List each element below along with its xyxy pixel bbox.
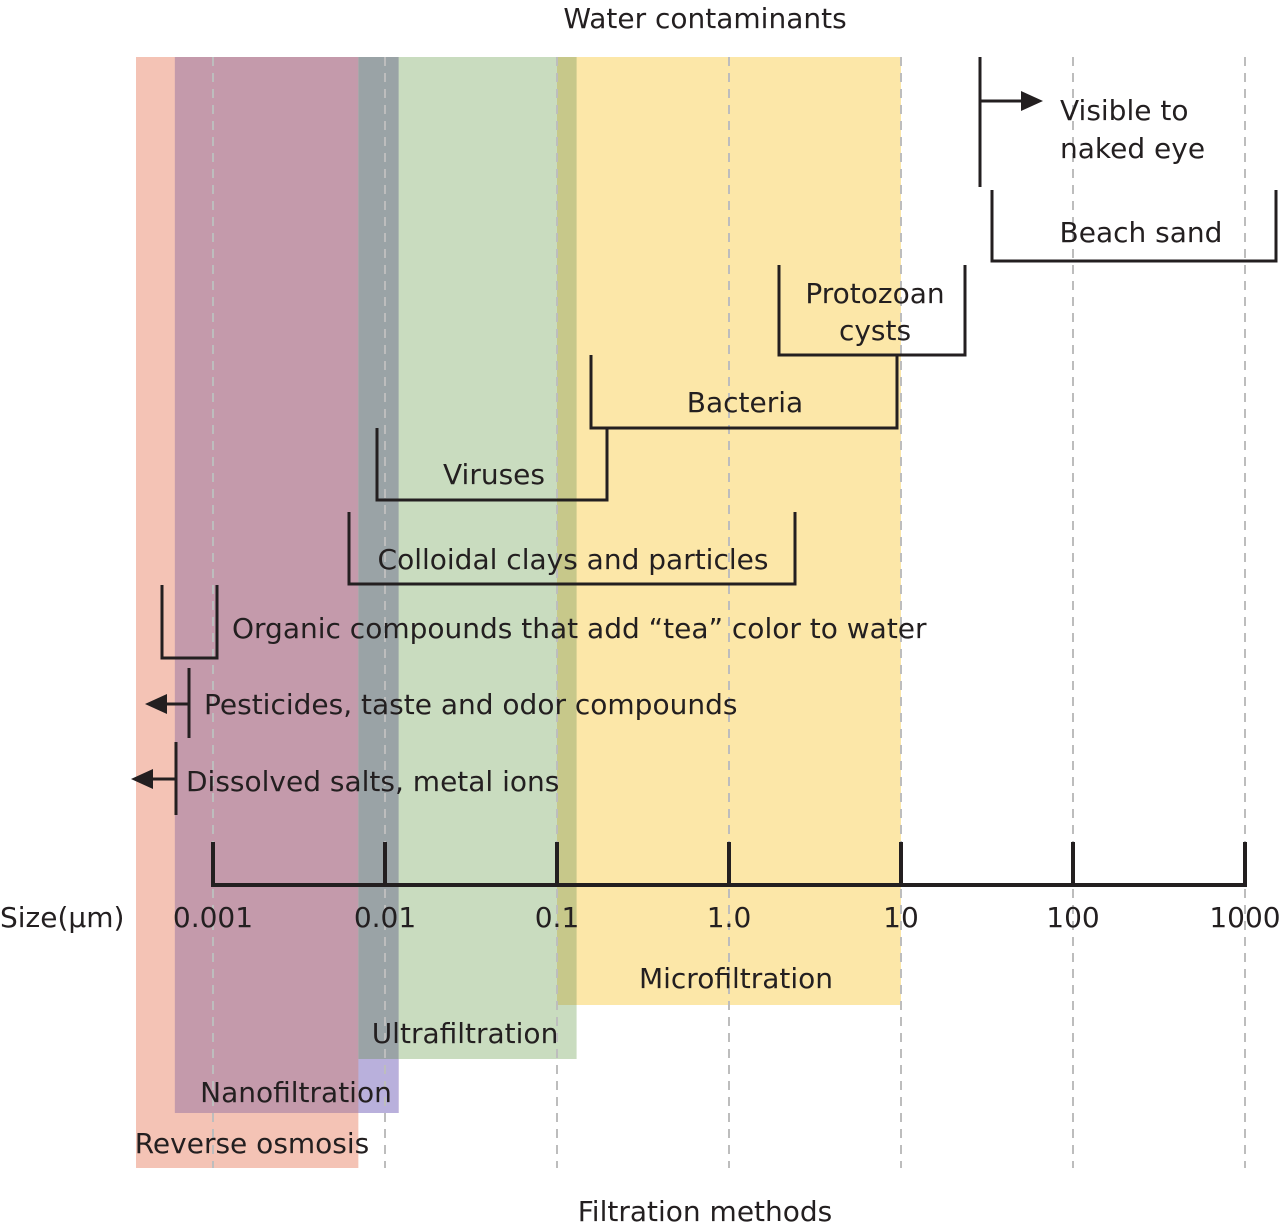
band-overlap-ultra-micro [557, 57, 577, 1005]
contaminant-label: Pesticides, taste and odor compounds [204, 688, 737, 721]
range-bracket [375, 428, 609, 502]
range-bracket [160, 585, 219, 660]
range-bracket [990, 190, 1278, 263]
tick-label: 10 [883, 901, 919, 934]
contaminant-viruses: Viruses [375, 428, 609, 502]
band-overlap-nano-ultra [358, 57, 399, 1059]
contaminant-beach-sand: Beach sand [990, 190, 1278, 263]
contaminant-label: Visible to [1060, 94, 1188, 127]
contaminant-label: naked eye [1060, 132, 1205, 165]
contaminant-label: cysts [839, 314, 911, 347]
tick-label: 1.0 [707, 901, 752, 934]
contaminant-label: Protozoan [805, 277, 944, 310]
range-bracket [777, 265, 967, 357]
arrow-left-icon [145, 694, 167, 714]
tick-label: 1000 [1209, 901, 1280, 934]
contaminant-label: Viruses [443, 458, 545, 491]
contaminant-label: Bacteria [687, 386, 803, 419]
contaminant-label: Dissolved salts, metal ions [186, 765, 559, 798]
band-label-nanofiltration: Nanofiltration [200, 1076, 392, 1109]
contaminant-colloidal-clays-and-particles: Colloidal clays and particles [347, 512, 797, 586]
title-water-contaminants: Water contaminants [563, 2, 846, 35]
contaminant-pesticides-taste-and-odor-compounds: Pesticides, taste and odor compounds [145, 668, 737, 738]
axis-label: Size(µm) [0, 901, 124, 934]
band-label-microfiltration: Microfiltration [639, 962, 833, 995]
contaminant-protozoan-cysts: Protozoan cysts [777, 265, 967, 357]
title-filtration-methods: Filtration methods [578, 1195, 833, 1225]
range-bracket [589, 355, 899, 430]
band-label-ultrafiltration: Ultrafiltration [372, 1017, 559, 1050]
tick-label: 0.001 [173, 901, 253, 934]
band-label-reverse-osmosis: Reverse osmosis [135, 1127, 370, 1160]
arrow-left-icon [131, 769, 153, 789]
tick-label: 0.1 [535, 901, 580, 934]
contaminant-visible-to-naked-eye: Visible to naked eye [978, 57, 1205, 187]
range-bracket [347, 512, 797, 586]
contaminant-label: Beach sand [1060, 216, 1223, 249]
tick-label: 0.01 [354, 901, 416, 934]
contaminant-dissolved-salts-metal-ions: Dissolved salts, metal ions [131, 742, 559, 815]
size-axis [211, 842, 1247, 887]
tick-label: 100 [1046, 901, 1099, 934]
contaminant-label: Colloidal clays and particles [378, 543, 769, 576]
contaminant-organic-compounds-that-add-tea-color-to-water: Organic compounds that add “tea” color t… [160, 585, 927, 660]
contaminant-bacteria: Bacteria [589, 355, 899, 430]
band-overlap-nano-only [358, 1059, 399, 1113]
arrow-right-icon [1021, 91, 1043, 111]
contaminant-label: Organic compounds that add “tea” color t… [232, 612, 927, 645]
